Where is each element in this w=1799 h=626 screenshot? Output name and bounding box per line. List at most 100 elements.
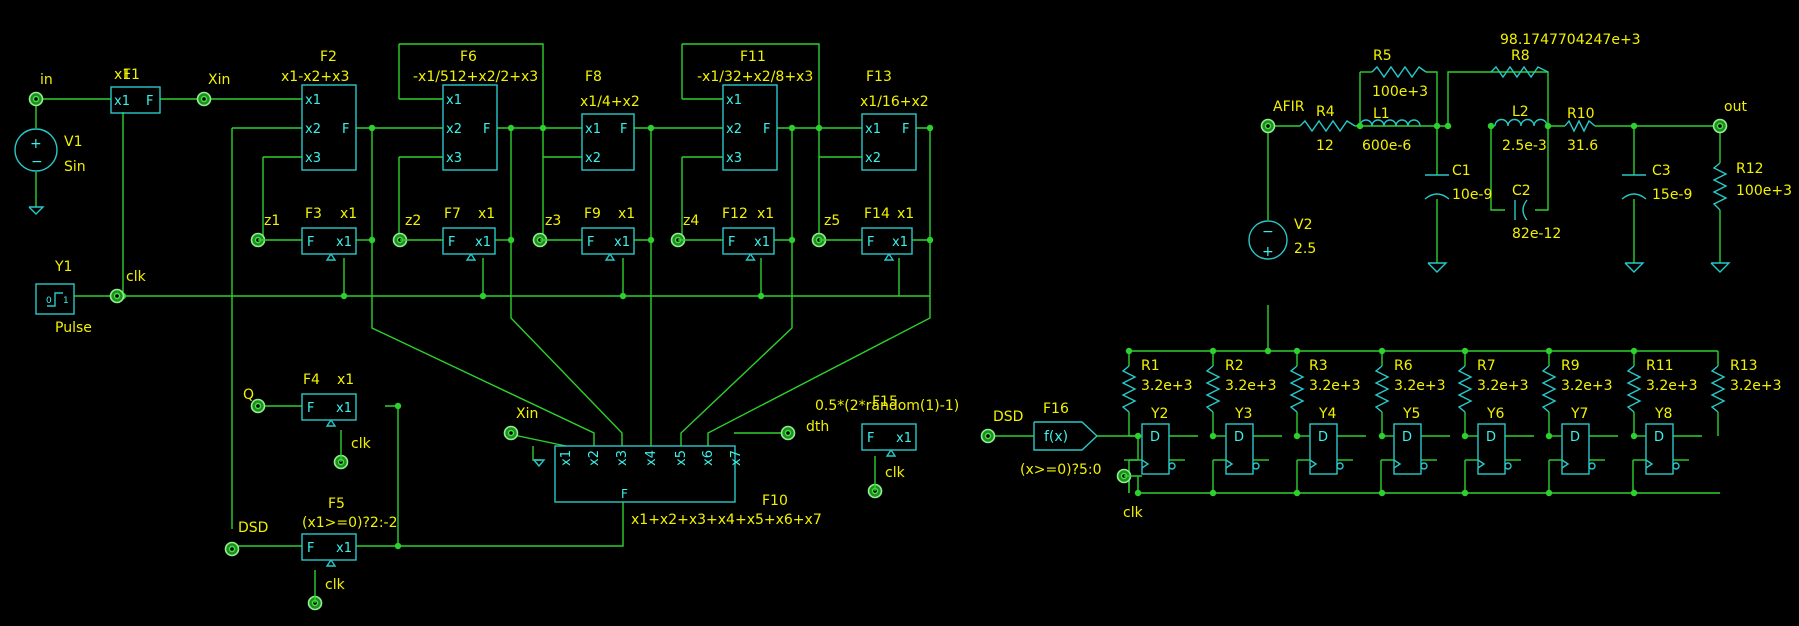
net-label: Xin (208, 72, 230, 88)
net-label: clk (885, 465, 906, 481)
ref-r9: R9 (1561, 358, 1580, 374)
pin-label: x1 (336, 235, 352, 250)
svg-text:+: + (30, 136, 42, 152)
junction-dot (815, 124, 823, 132)
pin-label: x4 (644, 450, 659, 466)
junction-dot (619, 292, 627, 300)
net-label: clk (351, 436, 372, 452)
pin-label: x1 (336, 401, 352, 416)
ground-symbols-filter (1427, 262, 1731, 273)
net-label: Xin (516, 406, 538, 422)
junction-dot (788, 236, 796, 244)
net-label: z2 (405, 213, 421, 229)
ref-y6: Y6 (1486, 406, 1505, 422)
value-v1: Sin (64, 159, 86, 175)
ref-r8: R8 (1511, 48, 1530, 64)
ref-f7: F7 (444, 206, 461, 222)
expr-f15: 0.5*(2*random(1)-1) (815, 398, 959, 414)
junction-dot (1378, 489, 1386, 497)
pin-label: F (867, 235, 874, 250)
expr-f14: x1 (897, 206, 914, 222)
resistor-r4: R4 12 (1299, 104, 1356, 154)
expr-f9: x1 (618, 206, 635, 222)
ground-symbol (533, 459, 546, 468)
net-in: in (28, 72, 53, 107)
pin-label: F (620, 122, 627, 137)
pin-label: x2 (865, 151, 881, 166)
pin-label: x5 (674, 450, 689, 466)
block-f16: f(x) F16 (x>=0)?5:0 (1020, 401, 1102, 478)
junction-dot (1209, 489, 1217, 497)
net-afir: AFIR (1260, 99, 1305, 134)
junction-dot (368, 236, 376, 244)
pin-label: F (728, 235, 735, 250)
junction-dot (1487, 122, 1495, 130)
capacitor-c2: C2 82e-12 (1512, 183, 1561, 242)
pin-label: x1 (754, 235, 770, 250)
junction-dot (1630, 432, 1638, 440)
pin-label: x3 (726, 151, 742, 166)
resistor-r1: R13.2e+3 (1121, 358, 1193, 413)
ff-input-label: D (1318, 430, 1328, 445)
ref-r5: R5 (1373, 48, 1392, 64)
expr-f4: x1 (337, 372, 354, 388)
value-r4: 12 (1316, 138, 1334, 154)
inductor-l2: L2 2.5e-3 (1494, 104, 1548, 154)
resistor-r6: R63.2e+3 (1374, 358, 1446, 413)
value-r10: 31.6 (1567, 138, 1598, 154)
capacitor-c1: C1 10e-9 (1424, 163, 1492, 203)
pin-label: x1 (892, 235, 908, 250)
ref-f8: F8 (585, 69, 602, 85)
ff-input-label: D (1402, 430, 1412, 445)
junction-dot (394, 402, 402, 410)
junction-dot (647, 236, 655, 244)
junction-dot (1293, 432, 1301, 440)
pin-label: x1 (446, 93, 462, 108)
net-dsd2: DSD (980, 409, 1023, 444)
junction-dot (1209, 432, 1217, 440)
junction-dot (1630, 489, 1638, 497)
svg-text:f(x): f(x) (1044, 429, 1068, 445)
pin-label: F (483, 122, 490, 137)
junction-dot (1378, 347, 1386, 355)
ref-v2: V2 (1294, 217, 1312, 233)
ref-l1: L1 (1373, 106, 1390, 122)
expr-f3: x1 (340, 206, 357, 222)
inductor-l1: L1 600e-6 (1359, 106, 1421, 154)
resistor-r5: R5 100e+3 (1371, 48, 1428, 100)
junction-dot (1545, 432, 1553, 440)
value-r12: 100e+3 (1736, 183, 1792, 199)
junction-dot (1134, 432, 1142, 440)
junction-dot (1545, 489, 1553, 497)
junction-dot (1125, 347, 1133, 355)
pin-label: x1 (559, 450, 574, 466)
junction-dot (1545, 347, 1553, 355)
ref-f3: F3 (305, 206, 322, 222)
pin-label: x1 (305, 93, 321, 108)
expr-f2: x1-x2+x3 (281, 69, 349, 85)
ref-c3: C3 (1652, 163, 1671, 179)
pin-label: F (307, 541, 314, 556)
junction-dot (1378, 432, 1386, 440)
ref-r10: R10 (1567, 106, 1595, 122)
svg-text:0: 0 (46, 296, 52, 306)
ref-l2: L2 (1512, 104, 1529, 120)
pin-label: F (902, 122, 909, 137)
ref-r2: R2 (1225, 358, 1244, 374)
pin-label: F (587, 235, 594, 250)
ref-f6: F6 (460, 49, 477, 65)
ref-r13: R13 (1730, 358, 1758, 374)
ref-y4: Y4 (1318, 406, 1337, 422)
pin-label: F (307, 235, 314, 250)
ref-y2: Y2 (1150, 406, 1168, 422)
pin-label: F (763, 122, 770, 137)
expr-f10: x1+x2+x3+x4+x5+x6+x7 (631, 512, 822, 528)
net-xin2: Xin (503, 406, 538, 441)
ff-input-label: D (1234, 430, 1244, 445)
